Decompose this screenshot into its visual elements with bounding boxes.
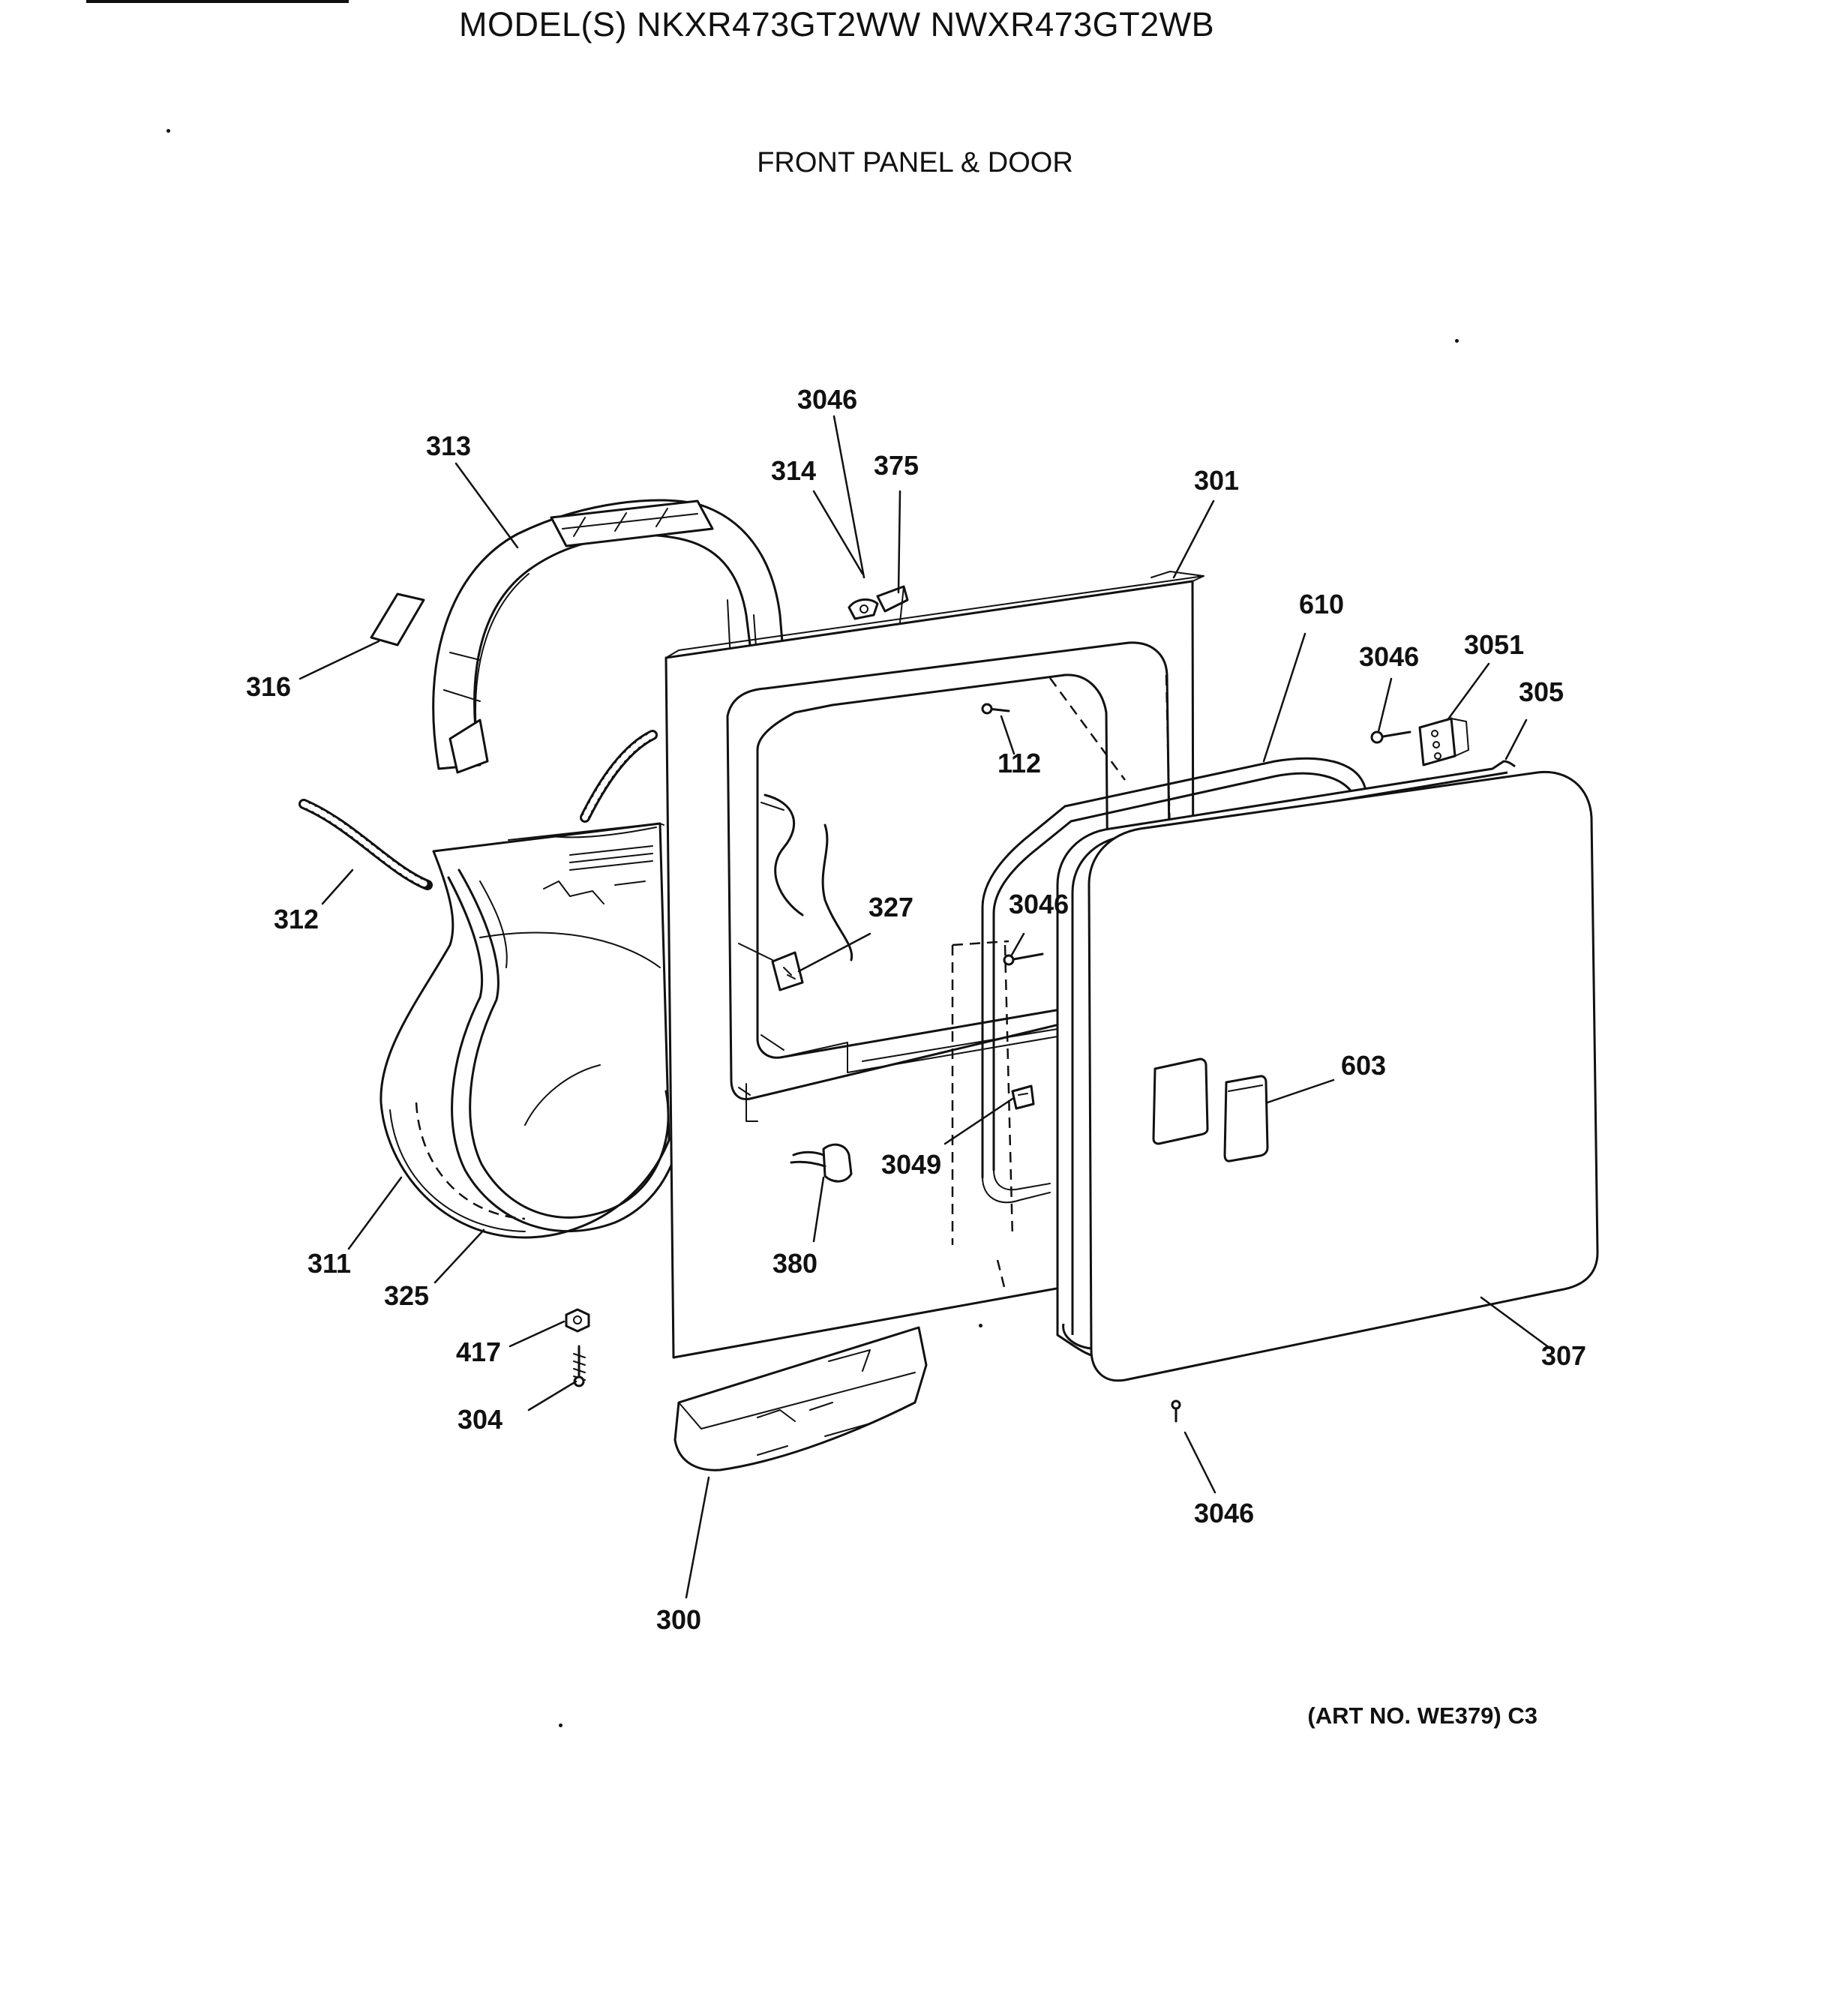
scan-speck	[166, 129, 170, 133]
callout-3046-bottom: 3046	[1194, 1498, 1254, 1528]
callout-301: 301	[1194, 465, 1239, 496]
part-door-liner-outline	[951, 940, 1014, 1291]
part-327-door-switch	[738, 943, 804, 992]
part-3051-hinge	[1418, 717, 1469, 766]
part-375-switch-bracket	[876, 585, 909, 623]
part-3046-screw-mid	[1003, 952, 1044, 966]
scan-speck	[1455, 339, 1459, 343]
part-300-kick-plate	[674, 1326, 928, 1472]
callout-311: 311	[308, 1248, 351, 1279]
callout-3046-mid: 3046	[1009, 889, 1069, 920]
header-rule	[86, 0, 349, 3]
callout-417: 417	[456, 1336, 501, 1367]
callout-313: 313	[426, 430, 471, 461]
part-112-screw	[981, 703, 1010, 715]
part-417-nut	[565, 1308, 590, 1333]
callout-325: 325	[384, 1280, 429, 1311]
callout-327: 327	[868, 892, 914, 922]
part-307-door-panel	[1088, 770, 1599, 1382]
part-610-door-gasket	[981, 757, 1366, 1204]
callout-316: 316	[246, 671, 291, 702]
callout-300: 300	[656, 1604, 701, 1635]
part-304-screw	[573, 1345, 586, 1388]
callout-3051: 3051	[1464, 629, 1524, 660]
part-313-bulkhead-arch	[432, 499, 785, 774]
scan-speck	[979, 1324, 982, 1328]
part-3049-door-catch	[1011, 1084, 1035, 1110]
page-title: MODEL(S) NKXR473GT2WW NWXR473GT2WB	[459, 5, 1215, 44]
part-3046-screw-right	[1370, 730, 1412, 744]
section-title: FRONT PANEL & DOOR	[757, 147, 1073, 178]
callout-375: 375	[874, 450, 919, 481]
callout-3046-right: 3046	[1359, 641, 1419, 672]
callout-610: 610	[1299, 589, 1344, 620]
callout-380: 380	[772, 1248, 818, 1279]
art-number: (ART NO. WE379) C3	[1307, 1702, 1538, 1729]
callout-3046-top: 3046	[797, 384, 857, 415]
part-316-felt-strip	[370, 592, 425, 646]
callout-603: 603	[1341, 1050, 1386, 1081]
callout-312: 312	[274, 904, 319, 934]
part-3046-screw-bottom	[1171, 1400, 1181, 1423]
scan-speck	[559, 1724, 562, 1727]
callout-305: 305	[1519, 676, 1564, 707]
callout-labels: 3046 313 314 375 301 610 3046 3051 305 3…	[246, 384, 1586, 1635]
callout-112: 112	[998, 748, 1041, 778]
callout-3049: 3049	[881, 1149, 941, 1180]
callout-307: 307	[1541, 1340, 1586, 1371]
callout-314: 314	[771, 455, 816, 486]
part-314-door-strike	[848, 598, 879, 620]
callout-304: 304	[458, 1404, 502, 1435]
part-380-lamp-socket	[790, 1143, 853, 1183]
part-312-gasket-strips	[298, 730, 658, 890]
leader-lines	[298, 415, 1554, 1599]
part-325-duct-seal	[447, 868, 683, 1233]
